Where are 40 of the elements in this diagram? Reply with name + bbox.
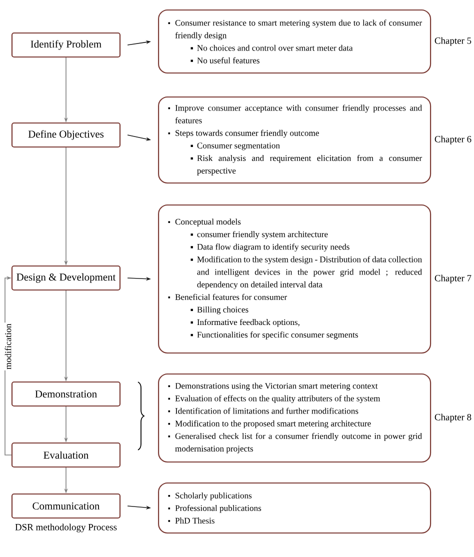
bullet-item: Generalised check list for a consumer friendly outcome in power grid modernisation projects <box>168 432 422 454</box>
bullet-item: PhD Thesis <box>168 518 214 524</box>
bullet-item: Improve consumer acceptance with consumer friendly processes and features <box>168 104 422 124</box>
text-box <box>158 9 432 74</box>
chapter-label: Chapter 8 <box>434 414 472 422</box>
bullet-item: No useful features <box>190 57 260 64</box>
step-box: Communication <box>11 493 121 519</box>
bullet-item: Consumer segmentation <box>190 142 280 150</box>
bullet-item: Informative feedback options, <box>190 318 300 327</box>
step-box: Define Objectives <box>11 122 121 148</box>
bullet-item: Risk analysis and requirement elicitation from a consumer perspective <box>190 154 422 176</box>
text-box <box>158 204 432 354</box>
bullet-item: Identification of limitations and further modifications <box>168 408 358 414</box>
text-box <box>158 96 432 184</box>
text-box <box>158 482 432 534</box>
bullet-item: Modification to the proposed smart metering architecture <box>168 420 371 428</box>
bullet-item: Billing choices <box>190 306 248 314</box>
text-box <box>158 373 432 463</box>
bullet-item: Conceptual models <box>168 218 241 226</box>
bullet-item: Functionalities for specific consumer segments <box>190 332 358 340</box>
bullet-item: Data flow diagram to identify security needs <box>190 244 350 252</box>
bullet-item: consumer friendly system architecture <box>190 231 328 239</box>
bullet-item: Modification to the system design - Distribution of data collection and intelligent devices in the power grid model ; reduced dependency on detailed interval data <box>190 256 422 290</box>
caption-label: DSR methodology Process <box>15 524 117 532</box>
step-box: Evaluation <box>11 442 121 468</box>
chapter-label: Chapter 7 <box>434 274 472 284</box>
step-box: Design & Development <box>11 265 121 291</box>
bullet-item: Evaluation of effects on the quality attributers of the system <box>168 395 380 404</box>
bullet-item: Steps towards consumer friendly outcome <box>168 130 319 138</box>
chapter-label: Chapter 5 <box>434 37 472 46</box>
bullet-item: Consumer resistance to smart metering system due to lack of consumer friendly design <box>168 20 422 40</box>
edge-label: modification <box>4 324 12 370</box>
bullet-item: Beneficial features for consumer <box>168 294 287 300</box>
step-box: Identify Problem <box>11 32 121 58</box>
bullet-item: No choices and control over smart meter data <box>190 44 353 51</box>
chapter-label: Chapter 6 <box>434 136 472 144</box>
step-box: Demonstration <box>11 381 121 407</box>
bullet-item: Professional publications <box>168 504 262 513</box>
bullet-item: Scholarly publications <box>168 492 252 500</box>
bullet-item: Demonstrations using the Victorian smart metering context <box>168 382 378 391</box>
